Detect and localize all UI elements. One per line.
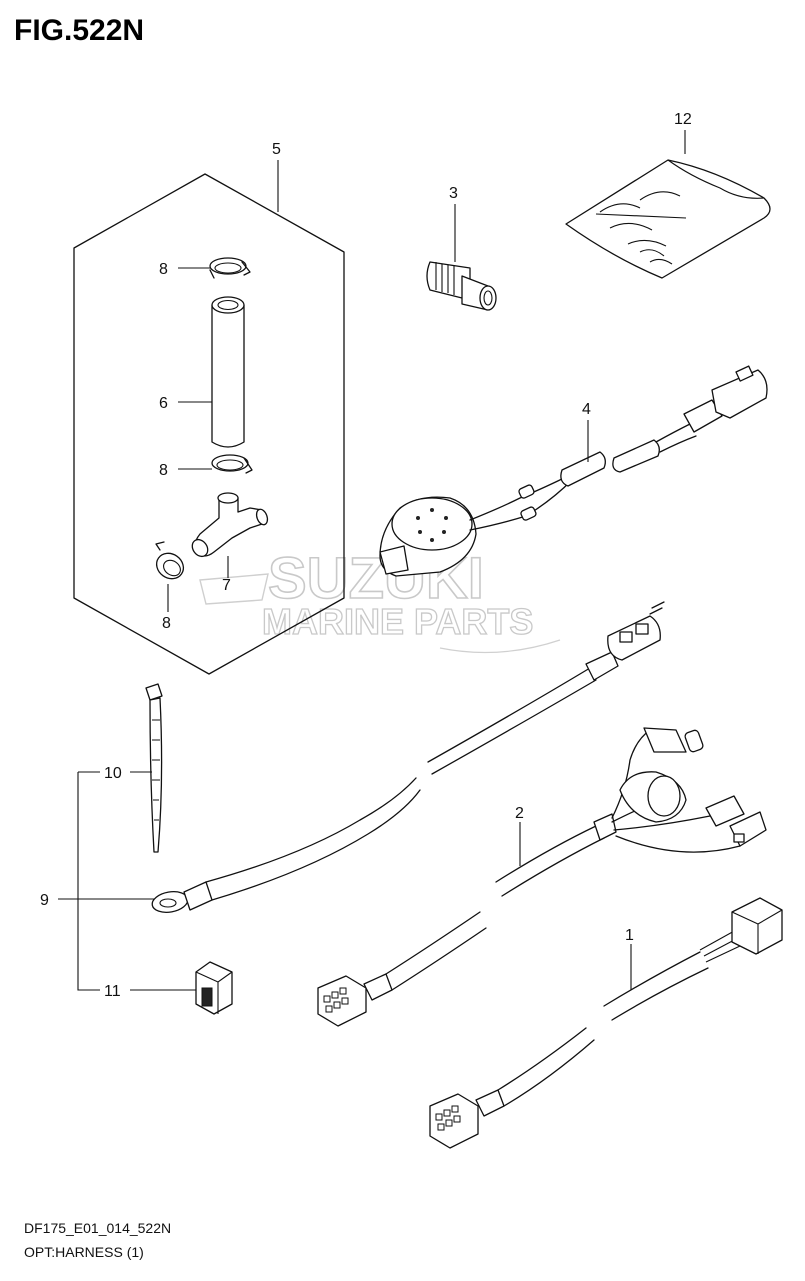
callout-8-bottom: 8 <box>162 615 171 632</box>
figure-title: FIG.522N <box>14 14 145 47</box>
group-name: OPT:HARNESS (1) <box>24 1244 144 1260</box>
wiring-harness-2 <box>317 727 767 1027</box>
cable-tie <box>145 683 163 853</box>
ground-lead <box>151 601 665 913</box>
parts-bag <box>565 159 771 279</box>
callout-7: 7 <box>222 577 231 594</box>
buzzer-harness <box>379 365 768 577</box>
callout-8-top: 8 <box>159 261 168 278</box>
callout-8-mid: 8 <box>159 462 168 479</box>
callout-10: 10 <box>104 765 122 782</box>
callout-1: 1 <box>625 927 634 944</box>
callout-5: 5 <box>272 141 281 158</box>
watermark: SUZUKI MARINE PARTS <box>199 545 561 654</box>
t-joint <box>191 492 269 558</box>
wiring-harness-1 <box>429 897 783 1149</box>
callout-3: 3 <box>449 185 458 202</box>
callouts: 5 8 6 8 7 8 3 12 4 2 1 10 9 11 <box>40 111 692 1000</box>
fitting-kit-outline <box>73 173 345 675</box>
hose-clamp-bottom <box>155 541 185 580</box>
callout-4: 4 <box>582 401 591 418</box>
callout-2: 2 <box>515 805 524 822</box>
watermark-line2: MARINE PARTS <box>262 601 533 642</box>
callout-6: 6 <box>159 395 168 412</box>
fuse <box>195 961 233 1015</box>
hose-clamp-mid <box>211 454 253 474</box>
hose <box>211 296 245 448</box>
leader-lines <box>58 130 686 991</box>
callout-12: 12 <box>674 111 692 128</box>
hose-clamp-top <box>209 257 251 279</box>
callout-11: 11 <box>104 983 121 1000</box>
plug <box>426 261 497 311</box>
model-code: DF175_E01_014_522N <box>24 1220 172 1236</box>
callout-9: 9 <box>40 892 49 909</box>
